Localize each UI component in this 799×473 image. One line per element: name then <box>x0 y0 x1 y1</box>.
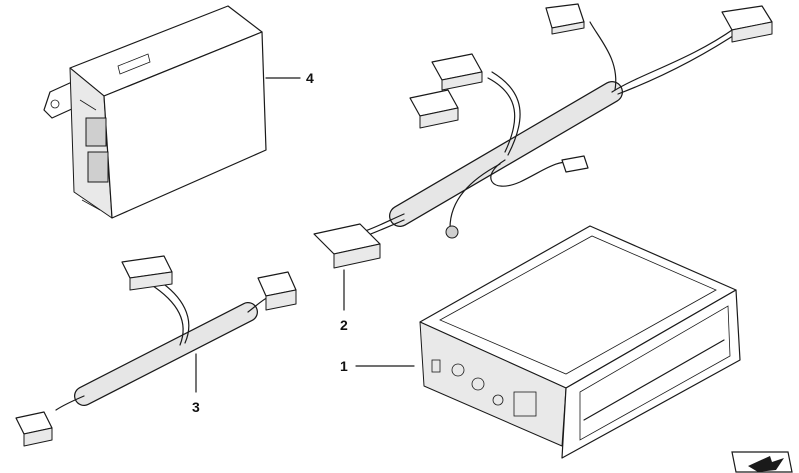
callout-part-4: 4 <box>306 70 314 86</box>
bookmark-arrow-icon[interactable] <box>731 451 793 473</box>
callout-part-3: 3 <box>192 399 200 415</box>
callout-part-2: 2 <box>340 317 348 333</box>
cd-drive-unit <box>419 225 741 459</box>
wiring-harness-main <box>313 3 773 269</box>
wiring-harness-small <box>15 255 297 447</box>
control-unit-box <box>43 5 267 219</box>
callout-part-1: 1 <box>340 358 348 374</box>
